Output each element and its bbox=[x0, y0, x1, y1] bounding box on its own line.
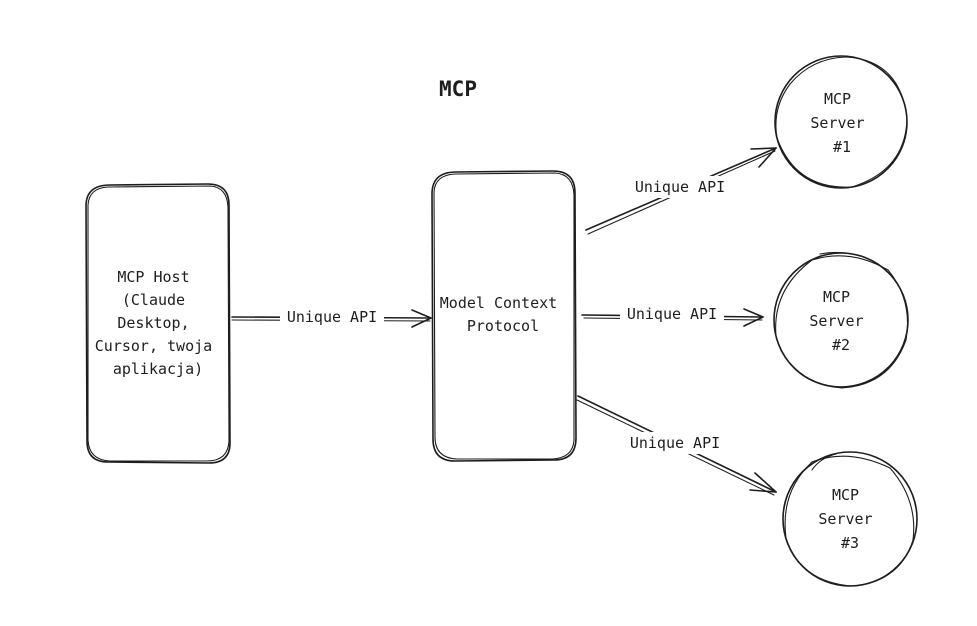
server-1-label-line: Server bbox=[810, 114, 864, 132]
edge-protocol-to-server-3: Unique API bbox=[576, 395, 777, 496]
mcp-host-label-line: aplikacja) bbox=[113, 360, 203, 378]
mcp-host-label-line: Cursor, twoja bbox=[95, 337, 212, 355]
server-1-label-line: #1 bbox=[833, 138, 851, 156]
svg-text:MCP Server #1: MCP Server #1 bbox=[810, 90, 873, 156]
mcp-server-3-node[interactable]: MCP Server #3 bbox=[782, 451, 918, 587]
edge-label-protocol-to-server-3: Unique API bbox=[630, 434, 720, 452]
edge-host-to-protocol: Unique API bbox=[231, 306, 432, 328]
mcp-host-label-line: Desktop, bbox=[117, 314, 189, 332]
edge-label-protocol-to-server-1: Unique API bbox=[635, 178, 725, 196]
edge-protocol-to-server-2: Unique API bbox=[581, 303, 764, 327]
server-3-label-line: #3 bbox=[841, 534, 859, 552]
edge-label-protocol-to-server-2: Unique API bbox=[627, 305, 717, 323]
mcp-server-1-node[interactable]: MCP Server #1 bbox=[774, 55, 908, 189]
svg-text:MCP Server #2: MCP Server #2 bbox=[809, 288, 872, 354]
protocol-label-line: Protocol bbox=[467, 317, 539, 335]
svg-text:MCP Server #3: MCP Server #3 bbox=[818, 486, 881, 552]
server-2-label-line: Server bbox=[809, 312, 863, 330]
server-3-label-line: MCP bbox=[832, 486, 859, 504]
edge-label-host-to-protocol: Unique API bbox=[287, 308, 377, 326]
svg-text:Model Context Protocol: Model Context Protocol bbox=[440, 294, 566, 335]
server-2-label-line: #2 bbox=[832, 336, 850, 354]
svg-text:MCP Host (Claude D: MCP Host (Claude Desktop, Cursor, twoja … bbox=[95, 268, 221, 378]
diagram-title: MCP bbox=[439, 77, 477, 101]
server-3-label-line: Server bbox=[818, 510, 872, 528]
mcp-host-node[interactable]: MCP Host (Claude Desktop, Cursor, twoja … bbox=[85, 183, 231, 464]
mcp-server-2-node[interactable]: MCP Server #2 bbox=[773, 251, 909, 389]
mcp-host-label-line: (Claude bbox=[122, 291, 185, 309]
server-2-label-line: MCP bbox=[823, 288, 850, 306]
mcp-host-label-line: MCP Host bbox=[117, 268, 189, 286]
protocol-label-line: Model Context bbox=[440, 294, 557, 312]
model-context-protocol-node[interactable]: Model Context Protocol bbox=[431, 170, 577, 462]
edge-protocol-to-server-1: Unique API bbox=[585, 147, 777, 235]
server-1-label-line: MCP bbox=[824, 90, 851, 108]
